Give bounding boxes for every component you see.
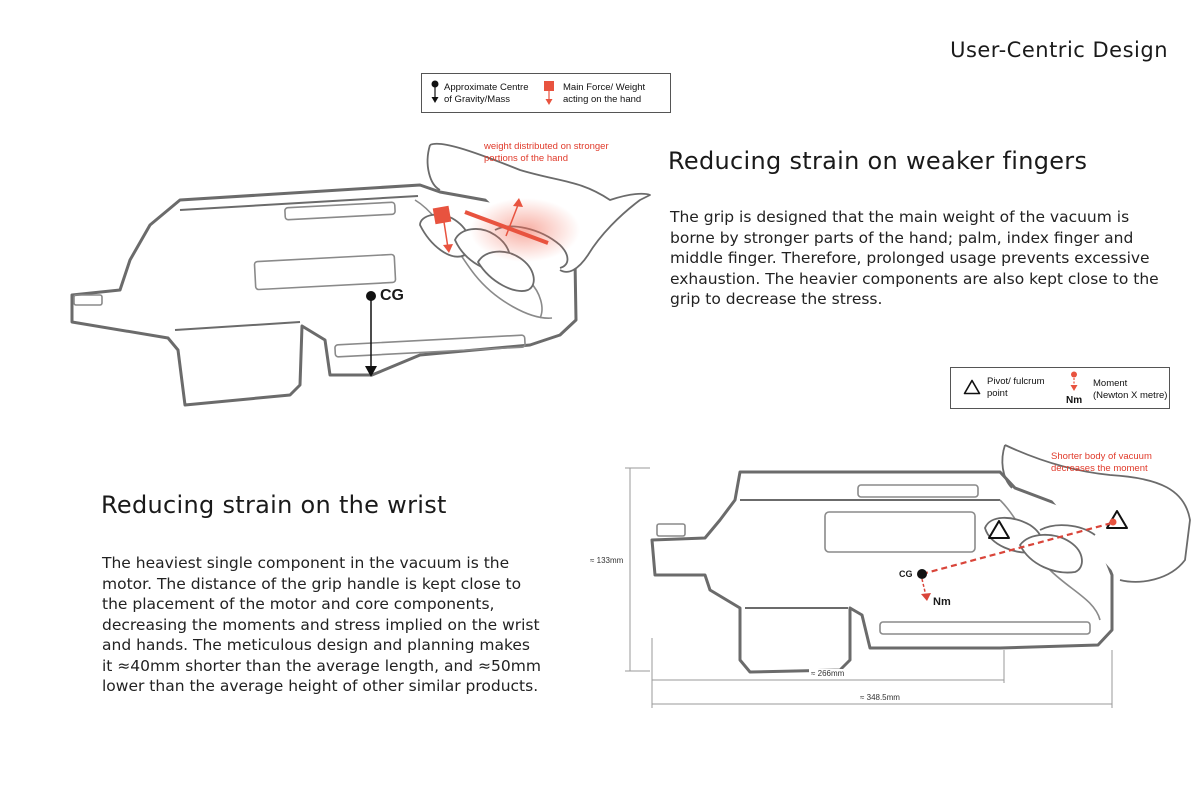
pivot-triangle-icon (963, 379, 981, 395)
force-marker-icon (432, 205, 453, 253)
cg-label-top: CG (380, 287, 404, 304)
dim-short-label: ≈ 266mm (809, 669, 847, 678)
heading-weaker-fingers: Reducing strain on weaker fingers (668, 147, 1088, 175)
heading-wrist: Reducing strain on the wrist (101, 491, 447, 519)
legend-bottom: Pivot/ fulcrum point Nm Moment (Newton X… (950, 367, 1170, 409)
moment-marker-icon (1070, 371, 1078, 391)
force-marker-icon (544, 81, 554, 105)
pivot-triangle-icon (988, 520, 1010, 539)
legend-moment-label: Moment (Newton X metre) (1093, 378, 1168, 401)
body-wrist: The heaviest single component in the vac… (102, 554, 541, 695)
cg-label-bottom: CG (899, 569, 913, 579)
page-title: User-Centric Design (950, 38, 1168, 62)
dim-long-label: ≈ 348.5mm (858, 693, 902, 702)
moment-label-bottom: Nm (933, 596, 951, 608)
legend-pivot-label: Pivot/ fulcrum point (987, 376, 1045, 399)
legend-top: Approximate Centre of Gravity/Mass Main … (421, 73, 671, 113)
body-weaker-fingers: The grip is designed that the main weigh… (670, 208, 1159, 308)
cg-marker-icon (431, 80, 439, 103)
dim-height-label: ≈ 133mm (590, 556, 624, 565)
note-shorter-body: Shorter body of vacuum decreases the mom… (1051, 451, 1152, 474)
note-weight-distributed: weight distributed on stronger portions … (484, 141, 609, 164)
legend-moment-symbol: Nm (1066, 395, 1083, 406)
legend-force-label: Main Force/ Weight acting on the hand (563, 82, 646, 105)
cg-marker-icon (365, 291, 377, 377)
legend-cg-label: Approximate Centre of Gravity/Mass (444, 82, 529, 105)
cg-marker-icon (917, 569, 927, 579)
